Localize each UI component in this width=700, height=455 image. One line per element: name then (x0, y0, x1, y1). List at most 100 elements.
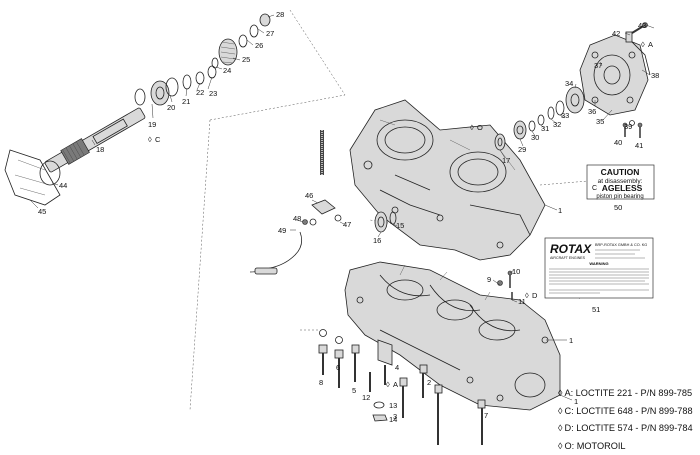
callout-39: 39 (624, 122, 632, 131)
sensor-cable-assembly (249, 199, 342, 275)
callout-12: 12 (362, 393, 370, 402)
callout-28: 28 (276, 10, 284, 19)
washer-part-26 (238, 34, 248, 48)
callout-46: 46 (305, 191, 313, 200)
callout-47: 47 (343, 220, 351, 229)
ring-part-30 (528, 120, 536, 132)
callout-29: 29 (518, 145, 526, 154)
drop-icon: ◊ (558, 388, 563, 398)
callout-44: 44 (59, 181, 67, 190)
shaft-part-18 (44, 107, 146, 173)
callout-37: 37 (594, 61, 602, 70)
legend-text: D: LOCTITE 574 - P/N 899-784 (564, 423, 693, 433)
callout-c1: C (155, 135, 161, 144)
legend-text: C: LOCTITE 648 - P/N 899-788 (564, 405, 693, 416)
leader-lines-upper-left (29, 14, 275, 209)
callout-7: 7 (484, 411, 488, 420)
callout-19: 19 (148, 120, 156, 129)
legend-item-o: ◊O: MOTOROIL (558, 438, 698, 455)
caution-label-part-50: CAUTION at disassembly: C AGELESS piston… (586, 164, 655, 200)
leader-lines-upper-right (499, 24, 655, 159)
callout-4: 4 (395, 363, 399, 372)
bolt-part-5 (351, 344, 360, 382)
legend-text: A: LOCTITE 221 - P/N 899-785 (564, 388, 693, 398)
callout-21: 21 (182, 97, 190, 106)
leader-lines-sensor (290, 199, 398, 238)
bolt-part-6 (334, 336, 344, 388)
callout-26: 26 (255, 41, 263, 50)
callouts-lower: 1 1 1 9 10 11 ◊ D 8 6 5 4 12 ◊ A 13 14 2… (319, 206, 578, 424)
ring-part-32 (547, 106, 555, 120)
callout-48: 48 (293, 214, 301, 223)
callout-23: 23 (209, 89, 217, 98)
washer-part-27 (249, 24, 259, 38)
callout-49: 49 (278, 226, 286, 235)
legend-text: O: MOTOROIL (564, 440, 626, 451)
callout-51: 51 (592, 305, 600, 314)
callout-5: 5 (352, 386, 356, 395)
bolt-part-42 (625, 31, 633, 43)
callout-17: 17 (502, 156, 510, 165)
bolt-part-8 (318, 329, 328, 375)
drop-icon-a1: ◊ (641, 40, 645, 49)
crankshaft-assembly (4, 13, 271, 206)
callout-11: 11 (518, 297, 526, 306)
oil-seal-part-16 (374, 211, 388, 233)
callouts-upper-left: 28 27 26 25 24 23 22 21 20 19 ◊ C 18 44 … (38, 10, 284, 216)
nut-part-4 (377, 339, 393, 385)
callout-20: 20 (167, 103, 175, 112)
callout-30: 30 (531, 133, 539, 142)
callout-22: 22 (196, 88, 204, 97)
callout-1c: 1 (574, 397, 578, 406)
washer-part-21 (182, 74, 192, 90)
callout-15: 15 (396, 221, 404, 230)
bolt-part-2 (419, 364, 428, 398)
drop-icon: ◊ (558, 440, 563, 451)
callout-6: 6 (336, 363, 340, 372)
pulley-part-34 (565, 86, 585, 114)
lower-crankcase (344, 261, 561, 411)
callout-1b: 1 (569, 336, 573, 345)
screw-part-41 (637, 122, 643, 138)
nut-part-14 (372, 414, 388, 422)
friction-disc-part-45 (4, 149, 61, 206)
ring-part-22 (195, 71, 205, 85)
callouts-sensor: 46 48 49 47 16 15 (278, 191, 404, 245)
drop-icon-a2: ◊ (386, 380, 390, 389)
washer-part-13 (373, 401, 385, 409)
callout-42: 42 (612, 29, 620, 38)
callout-9: 9 (487, 275, 491, 284)
callouts-upper-right: 43 42 ◊ A 37 38 34 36 35 39 40 41 33 32 … (470, 21, 659, 165)
rotax-warning: WARNING (589, 261, 608, 266)
callout-8: 8 (319, 378, 323, 387)
callout-31: 31 (541, 124, 549, 133)
callout-36: 36 (588, 107, 596, 116)
spacer-part-24 (211, 57, 219, 69)
drop-icon: ◊ (558, 423, 563, 433)
callout-34: 34 (565, 79, 573, 88)
drop-icon-c1: ◊ (148, 135, 152, 144)
bearing-part-20 (150, 77, 179, 106)
caution-line3: piston pin bearing (596, 194, 643, 200)
callout-13: 13 (389, 401, 397, 410)
caution-line2: AGELESS (602, 183, 643, 193)
callout-14: 14 (389, 415, 397, 424)
rotax-plate-part-51: ROTAX AIRCRAFT ENGINES BRP-ROTAX GMBH & … (544, 237, 654, 299)
caution-title: CAUTION (601, 167, 640, 177)
callout-16: 16 (373, 236, 381, 245)
rotax-company: BRP-ROTAX GMBH & CO. KG (595, 243, 647, 247)
callout-3: 3 (393, 412, 397, 421)
caution-letter: C (592, 185, 597, 192)
pto-cover-assembly (579, 34, 651, 116)
bolt-part-43 (631, 22, 648, 34)
legend-item-c: ◊C: LOCTITE 648 - P/N 899-788 (558, 403, 698, 421)
rotax-brand: ROTAX (550, 242, 592, 256)
callout-d1: D (532, 291, 538, 300)
bolt-part-7 (477, 399, 486, 445)
legend-item-a: ◊A: LOCTITE 221 - P/N 899-785 (558, 385, 698, 403)
callout-27: 27 (266, 29, 274, 38)
callout-a2: A (393, 380, 398, 389)
washer-part-39 (629, 120, 635, 126)
callout-32: 32 (553, 120, 561, 129)
